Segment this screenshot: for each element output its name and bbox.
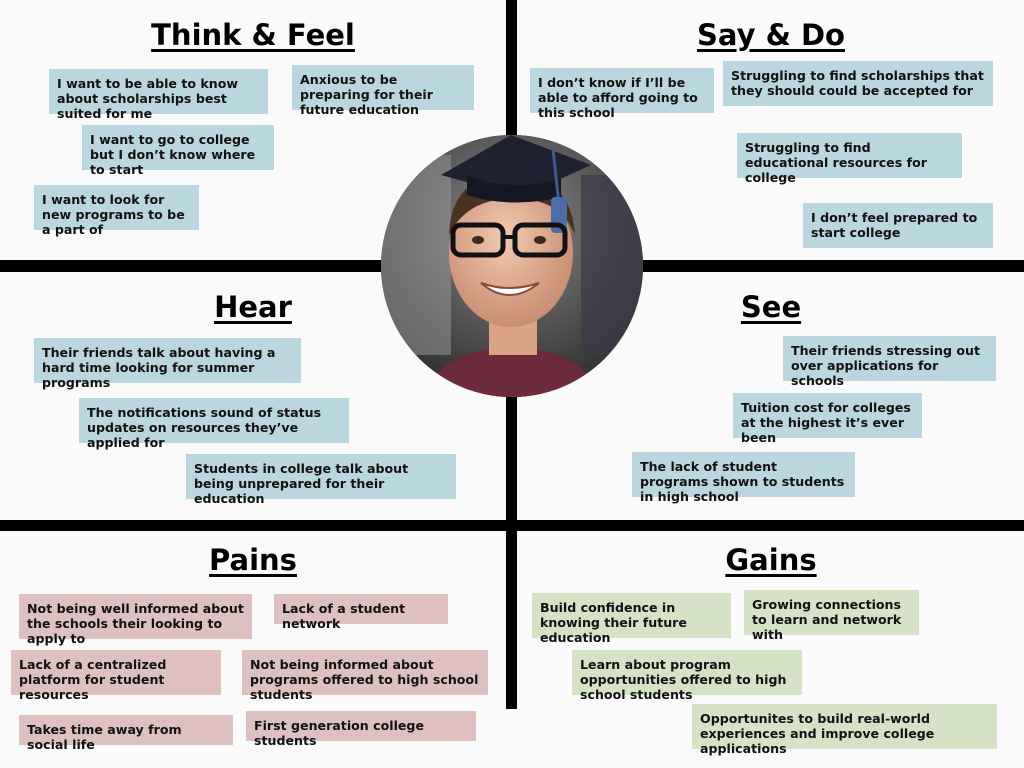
say-do-note: Struggling to find educational resources… [737,133,962,185]
pains-note: Takes time away from social life [19,715,233,752]
see-note: The lack of student programs shown to st… [632,452,855,504]
see-heading: See [740,290,802,324]
hear-note: Their friends talk about having a hard t… [34,338,301,390]
pains-note: Not being well informed about the school… [19,594,252,646]
think-feel-heading: Think & Feel [151,18,355,52]
pains-note: Not being informed about programs offere… [242,650,488,702]
pains-note: First generation college students [246,711,476,748]
gains-note: Learn about program opportunities offere… [572,650,802,702]
pains-note: Lack of a centralized platform for stude… [11,650,221,702]
gains-heading: Gains [725,543,817,577]
vertical-divider-bottom [506,525,517,709]
graduate-portrait-icon [381,135,643,397]
say-do-heading: Say & Do [697,18,845,52]
gains-note: Build confidence in knowing their future… [532,593,731,645]
gains-note: Growing connections to learn and network… [744,590,919,642]
gains-note: Opportunites to build real-world experie… [692,704,997,756]
say-do-note: I don’t feel prepared to start college [803,203,993,248]
say-do-note: I don’t know if I’ll be able to afford g… [530,68,714,120]
see-note: Tuition cost for colleges at the highest… [733,393,922,445]
pains-note: Lack of a student network [274,594,448,631]
hear-note: Students in college talk about being unp… [186,454,456,506]
pains-heading: Pains [209,543,297,577]
persona-portrait [381,135,643,397]
think-feel-note: I want to be able to know about scholars… [49,69,268,121]
see-note: Their friends stressing out over applica… [783,336,996,388]
horizontal-divider-lower [0,520,1024,531]
think-feel-note: I want to go to college but I don’t know… [82,125,274,177]
hear-note: The notifications sound of status update… [79,398,349,450]
think-feel-note: Anxious to be preparing for their future… [292,65,474,117]
hear-heading: Hear [214,290,292,324]
say-do-note: Struggling to find scholarships that the… [723,61,993,106]
think-feel-note: I want to look for new programs to be a … [34,185,199,237]
